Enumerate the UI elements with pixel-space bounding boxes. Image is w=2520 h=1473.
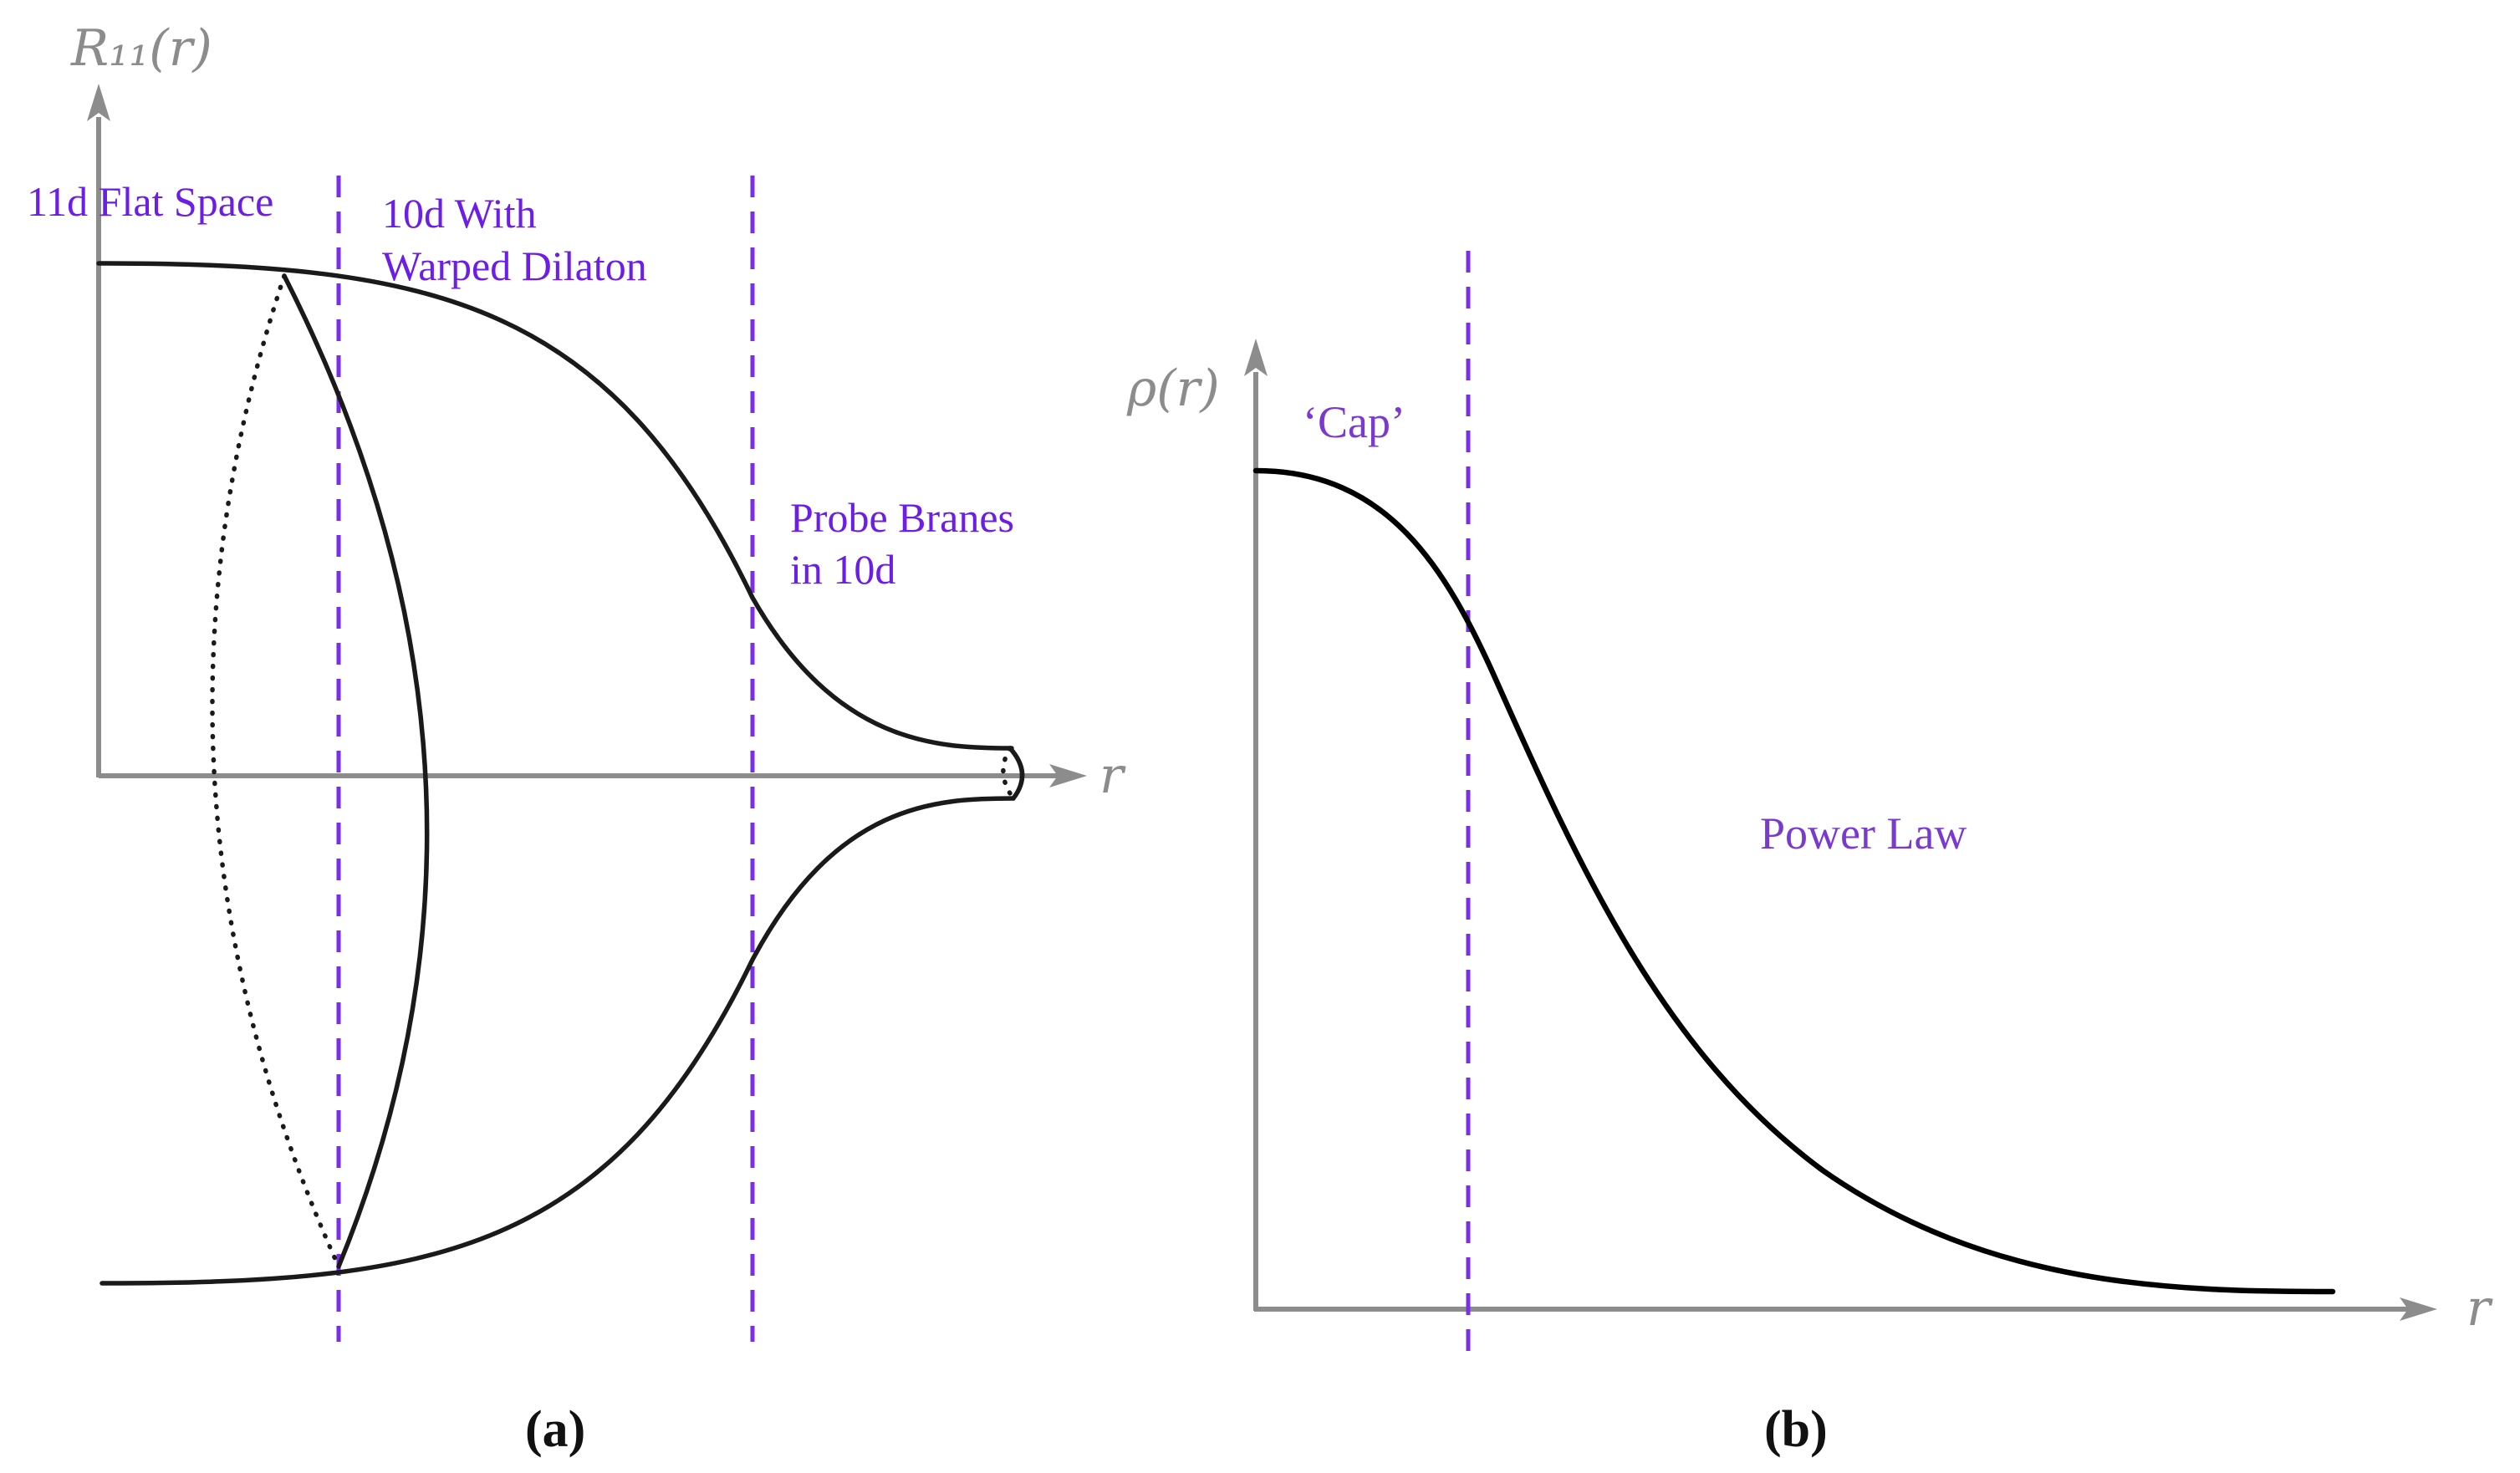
panel-b-y-axis-label: ρ(r) (1126, 359, 1220, 418)
panel-a-label-warped-line1: 10d With (382, 190, 537, 237)
panel-a-label-flat-space: 11d Flat Space (27, 178, 273, 225)
panel-a-label-probe-line1: Probe Branes (790, 494, 1014, 541)
panel-a-end-cap-front (1007, 746, 1025, 801)
panel-a-label-warped-line2: Warped Dilaton (382, 242, 647, 289)
panel-a-x-axis-arrowhead (1049, 764, 1087, 787)
panel-b-label-power-law: Power Law (1760, 808, 1967, 859)
panel-a-lower-profile-curve (99, 796, 1016, 1286)
panel-a: R₁₁(r) r 11d Flat Space 10d With Warped … (27, 19, 1126, 1458)
panel-b-density-curve (1252, 467, 2336, 1295)
panel-b: ρ(r) r ‘Cap’ Power Law (b) (1126, 251, 2493, 1458)
panel-b-x-axis-label: r (2466, 1279, 2493, 1338)
panel-a-cross-section-front (282, 273, 430, 1269)
panel-a-end-cap-back (1001, 746, 1016, 801)
panel-a-upper-profile-curve (96, 261, 1014, 751)
panel-a-y-axis-label: R₁₁(r) (70, 19, 212, 78)
panel-b-x-axis-arrowhead (2400, 1297, 2437, 1321)
panel-a-x-axis-label: r (1099, 747, 1126, 805)
panel-a-y-axis-arrowhead (87, 84, 110, 121)
panel-b-label-cap: ‘Cap’ (1303, 397, 1405, 447)
panel-a-cross-section-back (210, 273, 341, 1269)
panel-a-label-probe-line2: in 10d (790, 546, 895, 593)
panel-b-caption: (b) (1764, 1401, 1828, 1458)
panel-a-caption: (a) (525, 1401, 585, 1458)
panel-b-y-axis-arrowhead (1244, 339, 1268, 376)
